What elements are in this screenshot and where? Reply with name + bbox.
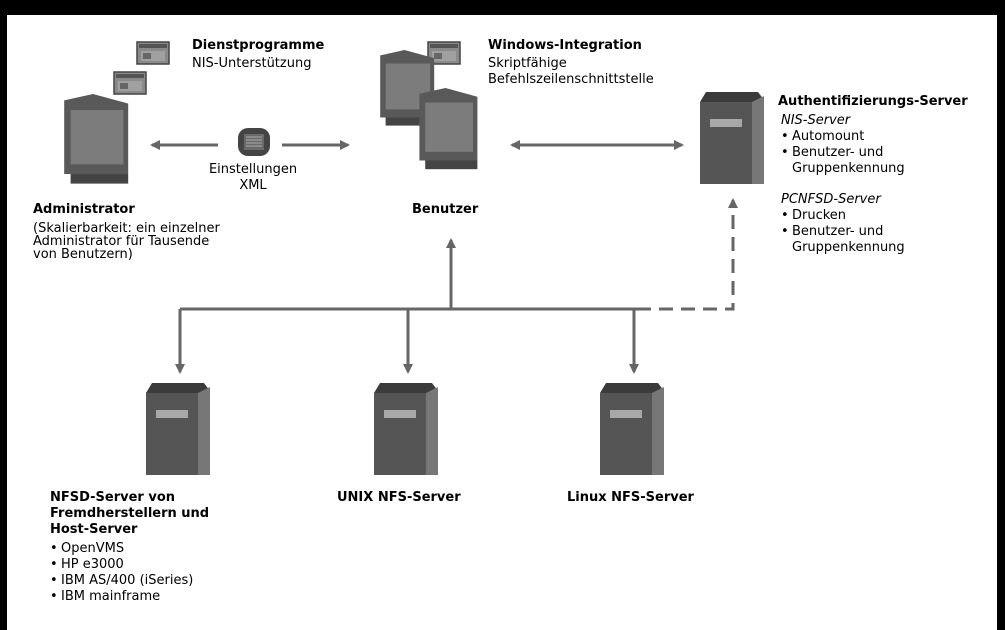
list-item-continuation: Gruppenkennung (792, 161, 905, 176)
settings-format-label: XML (239, 178, 267, 193)
list-item: IBM AS/400 (iSeries) (50, 573, 193, 589)
unix-server-icon (374, 383, 438, 475)
windows-title: Windows-Integration (488, 38, 642, 53)
linux-title: Linux NFS-Server (567, 490, 694, 505)
pcnfsd-server-list: Drucken Benutzer- und Gruppenkennung (781, 208, 905, 256)
pcnfsd-server-label: PCNFSD-Server (781, 192, 881, 207)
admin-title: Administrator (33, 202, 135, 217)
diagram-frame (7, 15, 997, 630)
nfsd-title-line: NFSD-Server von (50, 490, 176, 505)
admin-desc-line: (Skalierbarkeit: ein einzelner (33, 221, 220, 236)
list-item: Drucken (781, 208, 905, 224)
xml-settings-chip-icon (238, 128, 270, 156)
auth-server-icon (700, 92, 764, 184)
admin-desc-line: von Benutzern) (33, 247, 133, 262)
settings-label: Einstellungen (208, 162, 298, 177)
admin-desc-line: Administrator für Tausende (33, 234, 210, 249)
nfsd-server-icon (146, 383, 210, 475)
user-title: Benutzer (412, 202, 479, 217)
nfsd-title-line: Host-Server (50, 522, 138, 537)
utilities-title: Dienstprogramme (192, 38, 325, 53)
nis-server-list: Automount Benutzer- und Gruppenkennung (781, 129, 905, 177)
auth-dashed-link (637, 198, 738, 311)
list-item: HP e3000 (50, 557, 193, 573)
utilities-subtitle: NIS-Unterstützung (192, 56, 312, 71)
windows-line: Skriptfähige (488, 56, 567, 71)
list-item: OpenVMS (50, 541, 193, 557)
nis-server-label: NIS-Server (781, 113, 851, 128)
nfsd-platform-list: OpenVMS HP e3000 IBM AS/400 (iSeries) IB… (50, 541, 193, 605)
nfsd-title-line: Fremdherstellern und (50, 506, 210, 521)
list-item: Benutzer- und (781, 145, 905, 161)
unix-title: UNIX NFS-Server (337, 490, 461, 505)
list-item: IBM mainframe (50, 589, 193, 605)
auth-title: Authentifizierungs-Server (778, 94, 968, 109)
list-item: Automount (781, 129, 905, 145)
list-item: Benutzer- und (781, 224, 905, 240)
windows-line: Befehlszeilenschnittstelle (488, 72, 654, 87)
linux-server-icon (600, 383, 664, 475)
list-item-continuation: Gruppenkennung (792, 240, 905, 255)
